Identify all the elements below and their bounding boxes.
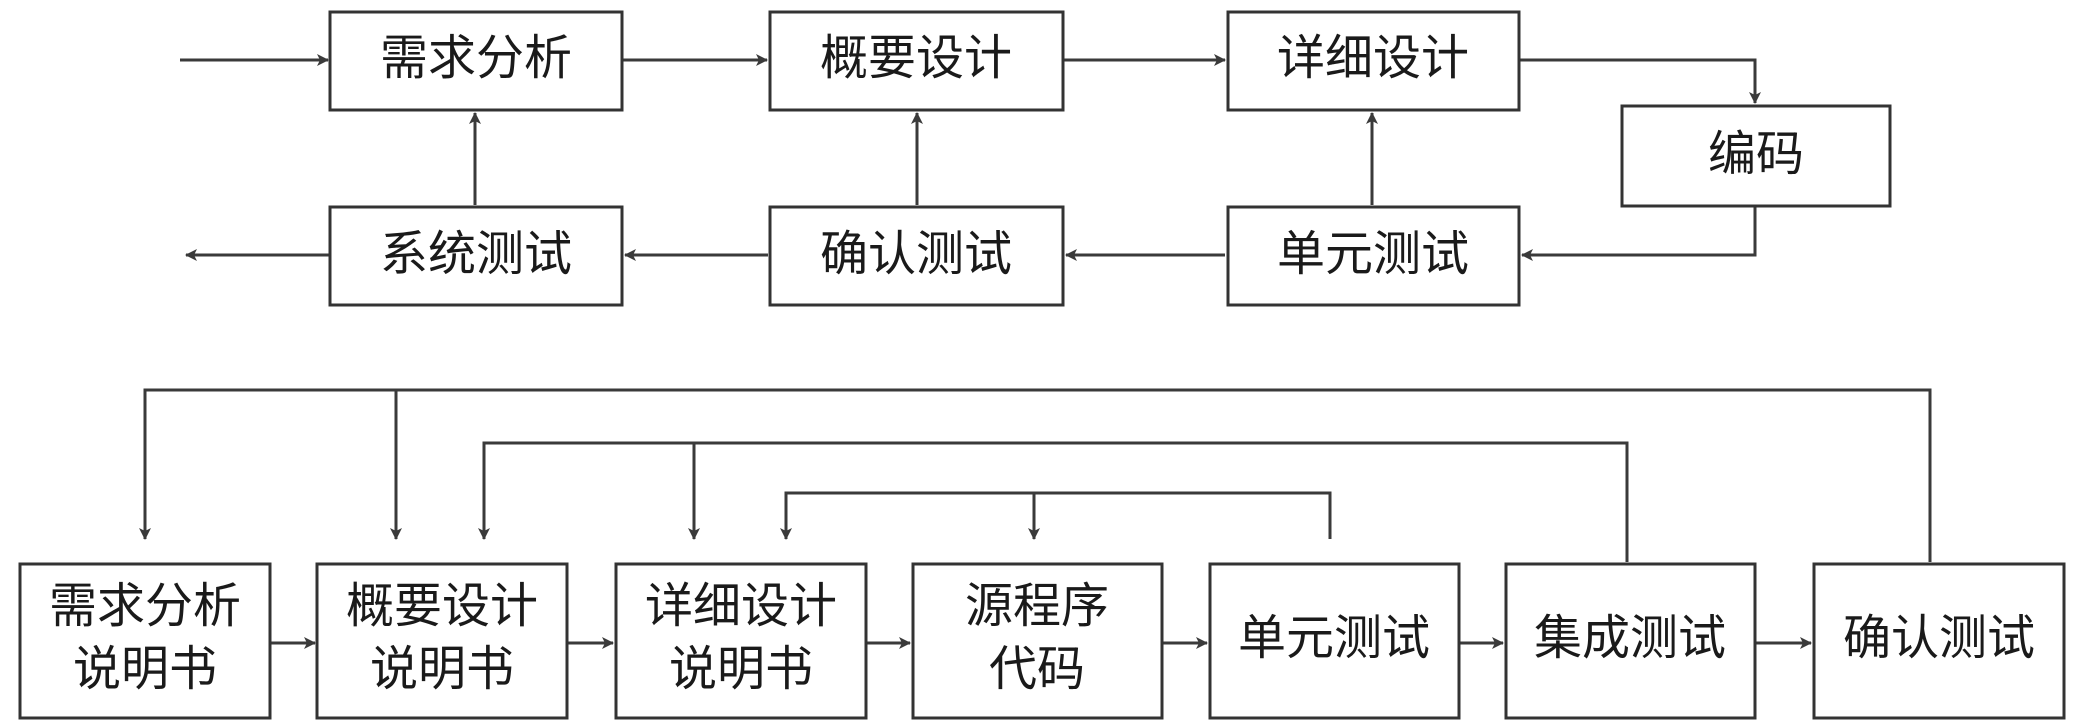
top-acceptance-test-box: 确认测试 bbox=[768, 205, 1065, 307]
bottom-integration-test-label: 集成测试 bbox=[1534, 610, 1726, 666]
top-coding-box: 编码 bbox=[1620, 104, 1892, 208]
top-unit-test-box: 单元测试 bbox=[1226, 205, 1521, 307]
top-requirements-analysis-box: 需求分析 bbox=[328, 10, 624, 112]
bottom-integration-test-box: 集成测试 bbox=[1504, 562, 1757, 720]
bottom-detailed-spec-box: 详细设计 说明书 bbox=[614, 562, 868, 720]
top-unit-test-label: 单元测试 bbox=[1277, 226, 1469, 282]
top-acceptance-test-label: 确认测试 bbox=[820, 226, 1012, 282]
bottom-unit-test-label: 单元测试 bbox=[1238, 610, 1430, 666]
bottom-requirements-spec-box: 需求分析 说明书 bbox=[18, 562, 272, 720]
bottom-detailed-spec-label-line2: 说明书 bbox=[669, 641, 813, 697]
bottom-outline-spec-box: 概要设计 说明书 bbox=[315, 562, 569, 720]
top-coding-label: 编码 bbox=[1708, 126, 1804, 182]
top-system-test-box: 系统测试 bbox=[328, 205, 624, 307]
top-requirements-analysis-label: 需求分析 bbox=[380, 30, 572, 86]
bottom-flow: 需求分析 说明书 概要设计 说明书 详细设计 说明书 源程序 代码 单元测试 集… bbox=[18, 388, 2066, 720]
bottom-source-code-box: 源程序 代码 bbox=[911, 562, 1164, 720]
bottom-loop-integration-to-outline-detail bbox=[478, 441, 1629, 562]
bottom-requirements-spec-label-line2: 说明书 bbox=[73, 641, 217, 697]
bottom-unit-test-box: 单元测试 bbox=[1208, 562, 1461, 720]
top-flow: 需求分析 概要设计 详细设计 编码 单元测试 确认测试 系统测试 bbox=[180, 10, 1892, 307]
top-arrow-detail-to-coding bbox=[1519, 58, 1761, 104]
top-outline-design-label: 概要设计 bbox=[820, 30, 1012, 86]
top-detailed-design-label: 详细设计 bbox=[1277, 30, 1469, 86]
bottom-outline-spec-label-line2: 说明书 bbox=[370, 641, 514, 697]
bottom-loop-unit-to-detail bbox=[780, 491, 1332, 540]
top-arrow-coding-to-unit bbox=[1521, 206, 1757, 261]
bottom-acceptance-test-label: 确认测试 bbox=[1843, 610, 2035, 666]
top-system-test-label: 系统测试 bbox=[380, 226, 572, 282]
bottom-source-code-label-line2: 代码 bbox=[989, 641, 1085, 697]
top-outline-design-box: 概要设计 bbox=[768, 10, 1065, 112]
bottom-loop-acceptance-to-req-outline bbox=[139, 388, 1932, 562]
bottom-detailed-spec-label-line1: 详细设计 bbox=[645, 578, 837, 634]
bottom-source-code-label-line1: 源程序 bbox=[965, 578, 1109, 634]
top-detailed-design-box: 详细设计 bbox=[1226, 10, 1521, 112]
bottom-outline-spec-label-line1: 概要设计 bbox=[346, 578, 538, 634]
bottom-requirements-spec-label-line1: 需求分析 bbox=[49, 578, 241, 634]
bottom-acceptance-test-box: 确认测试 bbox=[1812, 562, 2066, 720]
